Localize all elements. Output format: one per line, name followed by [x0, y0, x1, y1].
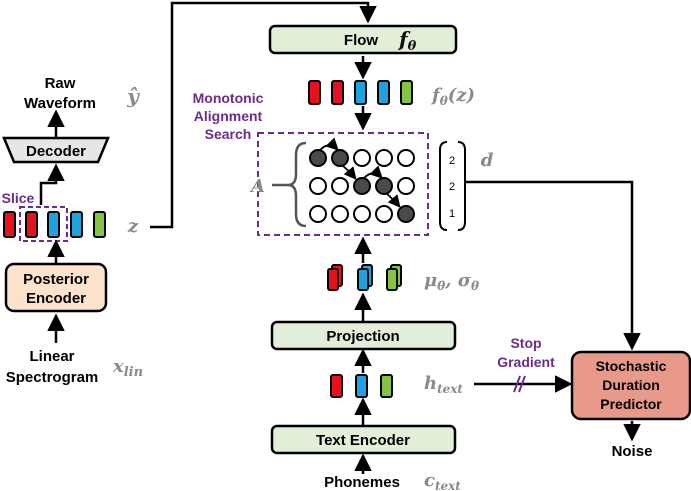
alignment-node-empty [331, 177, 349, 195]
sdp-label-line1: Stochastic [596, 358, 667, 374]
alignment-node-empty [331, 205, 349, 223]
posterior-encoder-block [4, 262, 108, 313]
alignment-node-empty [309, 177, 327, 195]
alignment-node-empty [397, 177, 415, 195]
slice-label: Slice [2, 190, 35, 206]
mas-dashed-box [257, 132, 429, 236]
htext-token [330, 374, 343, 398]
linear-spectrogram-label-line2: Spectrogram [6, 369, 99, 386]
prior-stat-tokens [327, 264, 402, 291]
alignment-node-empty [353, 149, 371, 167]
arrow-slice-to-decoder [39, 163, 65, 205]
stop-gradient-label-line1: Stop [510, 335, 541, 351]
noise-label: Noise [612, 443, 653, 460]
alignment-matrix [309, 137, 415, 223]
mas-label-line3: Search [205, 126, 252, 142]
z-token [3, 211, 16, 238]
raw-waveform-label-line1: Raw [45, 75, 76, 92]
raw-waveform-label-line2: Waveform [24, 95, 96, 112]
linear-spectrogram-label-line1: Linear [29, 348, 74, 365]
projection-label: Projection [326, 328, 399, 345]
alignment-node-empty [309, 205, 327, 223]
phonemes-label: Phonemes [324, 474, 400, 491]
mas-label-line2: Alignment [194, 108, 263, 124]
stop-gradient-mark [513, 375, 521, 393]
htext-token [355, 374, 368, 398]
arrow-z-to-flow [150, 1, 377, 229]
sdp-block [570, 350, 691, 421]
duration-vector-right-bracket [457, 141, 466, 231]
htext-token [380, 374, 393, 398]
decoder-label: Decoder [26, 143, 86, 160]
z-token [47, 211, 60, 238]
alignment-node-filled [353, 177, 371, 195]
flow-output-tokens [308, 80, 413, 105]
sdp-label-line2: Duration [602, 377, 660, 393]
prior-token-front [327, 268, 339, 291]
fz-token [377, 80, 390, 105]
alignment-node-filled [331, 149, 349, 167]
posterior-encoder-label-line1: Posterior [23, 271, 89, 288]
fz-token [354, 80, 367, 105]
posterior-encoder-label-line2: Encoder [26, 290, 86, 307]
arrow-d-to-sdp [466, 180, 641, 351]
alignment-node-filled [309, 149, 327, 167]
z-token [25, 211, 38, 238]
duration-value: 2 [449, 155, 455, 167]
alignment-brace [287, 141, 307, 228]
alignment-node-filled [375, 177, 393, 195]
htext-tokens [330, 374, 393, 398]
alignment-path-arrow [363, 165, 383, 179]
alignment-node-empty [375, 149, 393, 167]
z-symbol: z [127, 216, 139, 237]
prior-token-front [357, 268, 369, 291]
flow-label: Flow [344, 32, 378, 49]
alignment-node-empty [353, 205, 371, 223]
slice-dashed-box [19, 206, 68, 242]
latent-z-tokens [3, 211, 106, 238]
decoder-block [2, 136, 110, 164]
fz-token [400, 80, 413, 105]
z-token [70, 211, 83, 238]
d-symbol: d [481, 150, 494, 171]
alignment-node-filled [397, 205, 415, 223]
fz-token [331, 80, 344, 105]
text-encoder-block [270, 424, 457, 455]
z-token [93, 211, 106, 238]
text-encoder-label: Text Encoder [316, 432, 410, 449]
stop-gradient-mark [518, 375, 526, 393]
f-theta-symbol: fθ [397, 27, 417, 54]
x-lin-symbol: xlin [112, 356, 143, 380]
alignment-path-arrow [319, 137, 339, 151]
alignment-node-empty [375, 205, 393, 223]
stop-gradient-label-line2: Gradient [497, 354, 555, 370]
duration-value: 1 [449, 208, 455, 220]
y-hat-symbol: ŷ [126, 84, 140, 108]
flow-block [268, 24, 458, 55]
h-text-symbol: htext [424, 373, 463, 396]
prior-token-front [386, 268, 398, 291]
alignment-path-arrow [386, 193, 401, 208]
duration-value: 2 [449, 181, 455, 193]
alignment-node-empty [397, 149, 415, 167]
f-theta-z-symbol: fθ(z) [430, 85, 475, 108]
alignment-path-arrow [342, 165, 357, 180]
duration-vector-left-bracket [439, 141, 448, 231]
mas-label-line1: Monotonic [193, 90, 264, 106]
fz-token [308, 80, 321, 105]
sdp-label-line3: Predictor [600, 396, 662, 412]
c-text-symbol: ctext [424, 470, 461, 491]
a-symbol: A [249, 176, 265, 197]
mu-sigma-symbol: μθ, σθ [424, 270, 479, 293]
